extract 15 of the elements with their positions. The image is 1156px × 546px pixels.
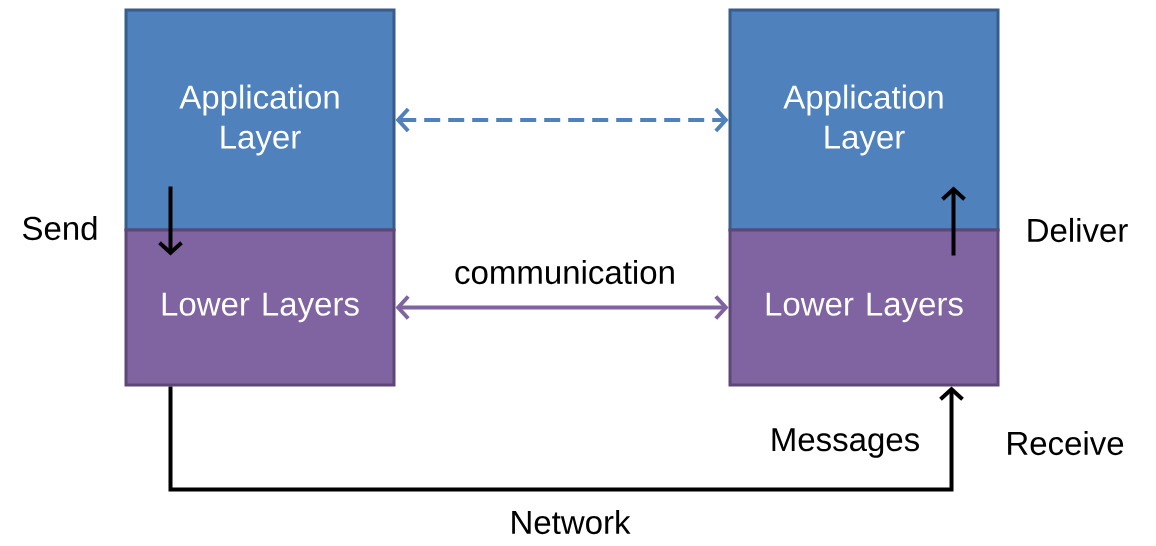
layer-box: Application Layer xyxy=(124,8,396,232)
layer-box: Lower Layers xyxy=(728,228,1000,387)
edge-label: Deliver xyxy=(1024,216,1130,244)
edge-label: Send xyxy=(20,214,100,242)
arrow xyxy=(941,186,966,256)
edge-label: communication xyxy=(453,258,677,286)
layer-box: Lower Layers xyxy=(124,228,396,387)
arrow xyxy=(395,295,729,320)
text-label: Messages xyxy=(768,427,922,459)
arrow xyxy=(158,186,183,256)
arrow xyxy=(395,107,729,133)
edge-label: Network xyxy=(508,508,632,536)
layer-box: Application Layer xyxy=(728,8,1000,232)
text-label: Receive xyxy=(1004,429,1126,457)
arrow xyxy=(168,386,964,492)
